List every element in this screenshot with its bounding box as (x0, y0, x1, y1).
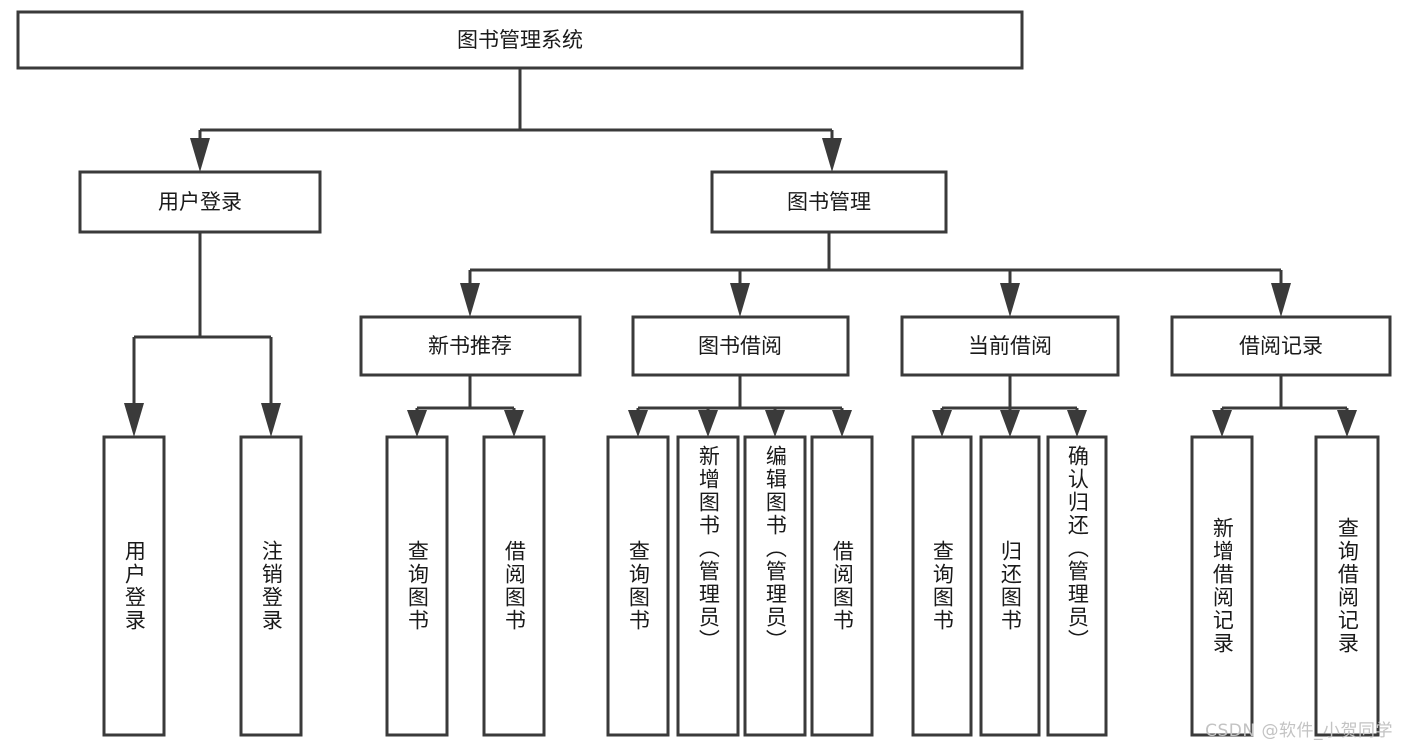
leaf-borrow-book-a-box[interactable] (482, 435, 546, 737)
arrow-icon-to-book-mgmt (822, 138, 842, 172)
watermark-text: CSDN @软件_小贺同学 (1205, 721, 1393, 741)
arrow-icon-leaf-edit-book (765, 410, 785, 437)
leaf-edit-book-box[interactable] (743, 435, 807, 737)
node-current-borrow-label: 当前借阅 (968, 334, 1052, 358)
connector-group-new-book-rec (407, 375, 524, 437)
node-borrow-record[interactable]: 借阅记录 (1170, 315, 1392, 377)
node-borrow-record-label: 借阅记录 (1239, 334, 1323, 358)
node-current-borrow[interactable]: 当前借阅 (900, 315, 1120, 377)
arrow-icon-leaf-query-book-a (407, 410, 427, 437)
leaf-query-record-box[interactable] (1314, 435, 1380, 737)
leaf-return-book-box[interactable] (979, 435, 1041, 737)
arrow-icon-leaf-add-book (698, 410, 718, 437)
node-root-box[interactable] (16, 10, 1024, 70)
leaf-query-book-b-box[interactable] (606, 435, 670, 737)
arrow-icon-leaf-return-book (1000, 410, 1020, 437)
connector-group-book-borrow (628, 375, 852, 437)
arrow-icon-leaf-query-book-b (628, 410, 648, 437)
leaf-confirm-return-box[interactable] (1046, 435, 1108, 737)
node-new-book-recommend-box[interactable] (359, 315, 582, 377)
connector-group-user-login (124, 232, 281, 437)
node-book-management-box[interactable] (710, 170, 948, 234)
node-book-borrow-label: 图书借阅 (698, 334, 782, 358)
connector-group-root (190, 68, 842, 172)
node-book-borrow-box[interactable] (631, 315, 850, 377)
node-book-management-label: 图书管理 (787, 190, 871, 214)
arrow-icon-leaf-borrow-book-a (504, 410, 524, 437)
leaf-add-book-box[interactable] (676, 435, 740, 737)
arrow-icon-leaf-add-record (1212, 410, 1232, 437)
arrow-icon-leaf-query-record (1337, 410, 1357, 437)
arrow-icon-leaf-logout (261, 403, 281, 437)
node-user-login[interactable]: 用户登录 (78, 170, 322, 234)
arrow-icon-to-current-borrow (1000, 283, 1020, 317)
arrow-icon-leaf-query-book-c (932, 410, 952, 437)
leaf-add-record-box[interactable] (1190, 435, 1254, 737)
node-user-login-label: 用户登录 (158, 190, 242, 214)
node-book-management[interactable]: 图书管理 (710, 170, 948, 234)
connector-group-borrow-record (1212, 375, 1357, 437)
node-current-borrow-box[interactable] (900, 315, 1120, 377)
node-new-book-recommend-label: 新书推荐 (428, 334, 512, 358)
node-book-borrow[interactable]: 图书借阅 (631, 315, 850, 377)
leaf-box-group (102, 435, 1380, 737)
node-borrow-record-box[interactable] (1170, 315, 1392, 377)
leaf-logout-box[interactable] (239, 435, 303, 737)
leaf-borrow-book-b-box[interactable] (810, 435, 874, 737)
leaf-user-login-box[interactable] (102, 435, 166, 737)
arrow-icon-leaf-confirm-return (1067, 410, 1087, 437)
connector-group-current-borrow (932, 375, 1087, 437)
node-root-label: 图书管理系统 (457, 28, 583, 52)
node-new-book-recommend[interactable]: 新书推荐 (359, 315, 582, 377)
arrow-icon-to-borrow-record (1271, 283, 1291, 317)
node-user-login-box[interactable] (78, 170, 322, 234)
arrow-icon-to-user-login (190, 138, 210, 172)
arrow-icon-to-book-borrow (730, 283, 750, 317)
leaf-query-book-a-box[interactable] (385, 435, 449, 737)
node-root[interactable]: 图书管理系统 (16, 10, 1024, 70)
arrow-icon-leaf-borrow-book-b (832, 410, 852, 437)
arrow-icon-leaf-user-login (124, 403, 144, 437)
leaf-query-book-c-box[interactable] (911, 435, 973, 737)
connector-group-book-mgmt (460, 232, 1291, 317)
arrow-icon-to-new-book-rec (460, 283, 480, 317)
